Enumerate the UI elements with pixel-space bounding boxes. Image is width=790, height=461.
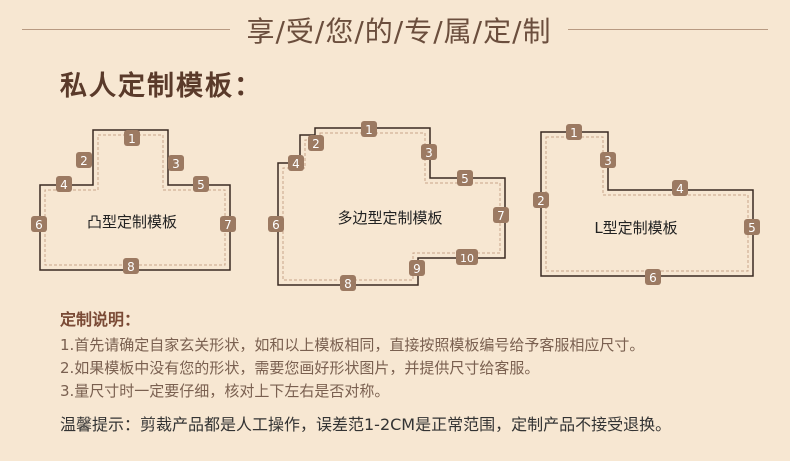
marker: 5: [193, 176, 209, 192]
marker-label: 10: [460, 252, 474, 265]
warm-tip: 温馨提示：剪裁产品都是人工操作，误差范1-2CM是正常范围，定制产品不接受退换。: [60, 415, 672, 434]
marker-label: 6: [272, 218, 280, 232]
marker: 5: [744, 219, 760, 235]
template-polygon-dashed: [282, 132, 501, 281]
marker: 3: [168, 155, 184, 171]
marker: 2: [533, 192, 549, 208]
template-l-label: L型定制模板: [594, 219, 677, 237]
template-convex-dashed: [44, 134, 226, 266]
marker: 8: [340, 275, 356, 291]
note-item: 3.量尺寸时一定要仔细，核对上下左右是否对称。: [60, 382, 390, 400]
marker-label: 5: [197, 178, 205, 192]
marker-label: 2: [537, 194, 545, 208]
marker: 8: [123, 258, 139, 274]
marker: 2: [308, 135, 324, 151]
marker: 4: [288, 155, 304, 171]
template-convex-outline: [39, 129, 231, 271]
marker-label: 1: [128, 132, 136, 146]
marker: 5: [457, 170, 473, 186]
marker-label: 4: [676, 182, 684, 196]
template-l-shape: L型定制模板 1 3 4 2 5 6: [533, 124, 760, 285]
marker: 1: [124, 130, 140, 146]
marker-label: 1: [570, 126, 578, 140]
template-convex-label: 凸型定制模板: [87, 213, 177, 231]
marker: 3: [421, 144, 437, 160]
marker-label: 2: [312, 137, 320, 151]
marker: 2: [76, 152, 92, 168]
marker-label: 6: [35, 218, 43, 232]
marker-label: 9: [413, 262, 421, 276]
marker-label: 8: [344, 277, 352, 291]
marker: 6: [31, 216, 47, 232]
note-item: 1.首先请确定自家玄关形状，如和以上模板相同，直接按照模板编号给予客服相应尺寸。: [60, 336, 645, 354]
marker-label: 1: [365, 123, 373, 137]
marker-label: 3: [604, 154, 612, 168]
marker-label: 5: [461, 172, 469, 186]
marker: 4: [56, 176, 72, 192]
section-title: 私人定制模板：: [60, 71, 263, 102]
marker: 6: [645, 269, 661, 285]
marker: 1: [361, 121, 377, 137]
marker-label: 6: [649, 271, 657, 285]
header-right-divider: [568, 29, 768, 30]
header-left-divider: [22, 29, 230, 30]
notes-section: 定制说明： 1.首先请确定自家玄关形状，如和以上模板相同，直接按照模板编号给予客…: [60, 306, 780, 435]
marker: 10: [456, 249, 478, 265]
marker-label: 7: [224, 218, 232, 232]
template-polygon: 多边型定制模板 1 2 3 4 5 6 7 8 9 10: [268, 121, 509, 291]
marker: 7: [220, 216, 236, 232]
template-l-dashed: [545, 136, 749, 272]
marker-label: 2: [80, 154, 88, 168]
marker: 1: [566, 124, 582, 140]
notes-title: 定制说明：: [60, 310, 141, 329]
marker-label: 3: [172, 157, 180, 171]
marker: 3: [600, 152, 616, 168]
header-title: 享/受/您/的/专/属/定/制: [246, 15, 552, 48]
template-convex: 凸型定制模板 1 2 3 4 5 6 7 8: [31, 129, 236, 274]
marker: 9: [409, 260, 425, 276]
marker-label: 5: [748, 221, 756, 235]
marker-label: 7: [497, 209, 505, 223]
template-polygon-outline: [277, 127, 506, 286]
note-item: 2.如果模板中没有您的形状，需要您画好形状图片，并提供尺寸给客服。: [60, 359, 540, 377]
marker-label: 8: [127, 260, 135, 274]
marker: 6: [268, 216, 284, 232]
marker-label: 3: [425, 146, 433, 160]
marker: 4: [672, 180, 688, 196]
template-l-outline: [540, 131, 754, 277]
marker-label: 4: [292, 157, 300, 171]
marker-label: 4: [60, 178, 68, 192]
header: 享/受/您/的/专/属/定/制: [0, 8, 790, 48]
marker: 7: [493, 207, 509, 223]
template-polygon-label: 多边型定制模板: [337, 209, 442, 227]
